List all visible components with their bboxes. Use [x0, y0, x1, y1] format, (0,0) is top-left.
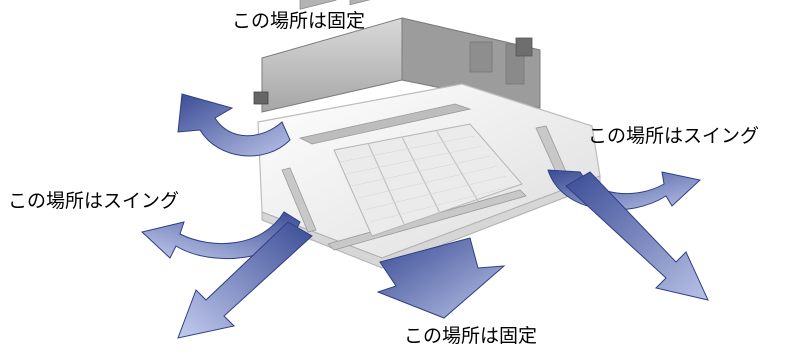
label-right-swing: この場所はスイング: [588, 125, 760, 147]
outlet-slot-left: [281, 167, 317, 233]
label-bottom-fixed: この場所は固定: [404, 325, 538, 347]
airflow-arrow-top: [177, 93, 291, 157]
cassette-unit: [253, 0, 601, 269]
airflow-arrow-bottom: [376, 237, 506, 319]
intake-grille: [333, 123, 523, 237]
label-top-fixed: この場所は固定: [232, 10, 366, 32]
label-left-swing: この場所はスイング: [8, 190, 180, 212]
outlet-slot-back: [298, 103, 472, 145]
airflow-arrow-left-straight: [177, 221, 313, 339]
airflow-arrow-right-straight: [565, 171, 709, 301]
outlet-slot-front: [327, 189, 527, 251]
